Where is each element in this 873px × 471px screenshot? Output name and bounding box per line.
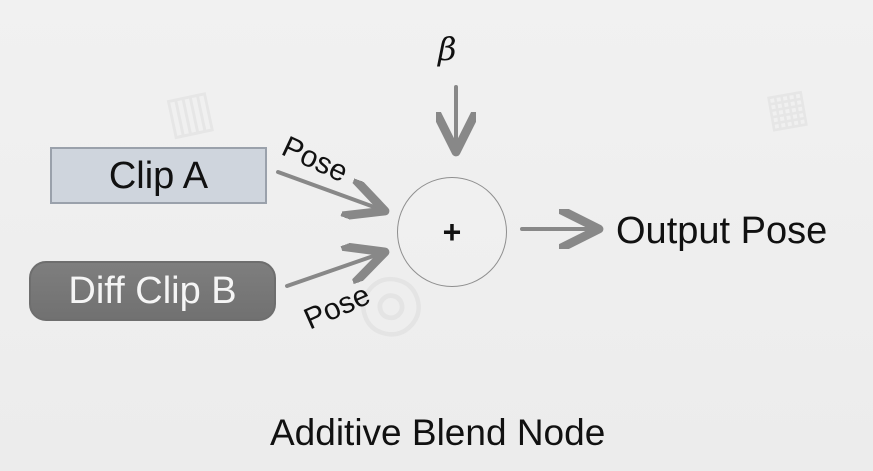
beta-label: β [438,30,457,68]
output-pose-label: Output Pose [616,210,828,252]
clip-b-box: Diff Clip B [29,261,276,321]
clip-a-box: Clip A [50,147,267,204]
diagram-caption: Additive Blend Node [270,412,606,453]
clip-a-arrow [276,170,385,211]
plus-operator: + [442,213,462,250]
blend-node: + [397,177,507,287]
clip-b-arrow [285,252,385,288]
